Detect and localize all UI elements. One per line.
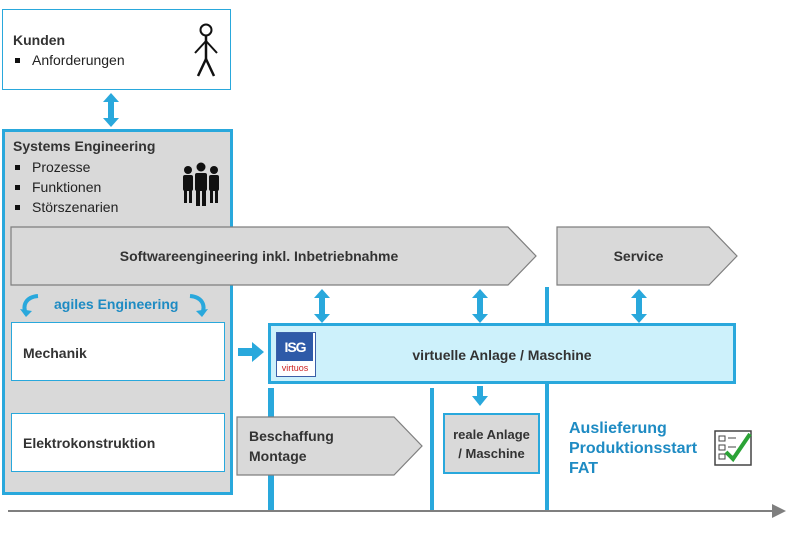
customers-item: Anforderungen bbox=[13, 50, 125, 70]
isg-logo: ISG virtuos bbox=[276, 332, 316, 377]
milestone-line bbox=[430, 388, 434, 510]
service-label: Service bbox=[613, 248, 664, 264]
electrical-box: Elektrokonstruktion bbox=[11, 413, 225, 472]
delivery-label-3: FAT bbox=[569, 460, 599, 477]
mechanics-box: Mechanik bbox=[11, 322, 225, 381]
checklist-icon bbox=[714, 430, 752, 466]
double-arrow-vertical bbox=[631, 289, 647, 323]
person-icon bbox=[194, 23, 218, 77]
virtual-plant-label: virtuelle Anlage / Maschine bbox=[412, 347, 592, 363]
se-item: Prozesse bbox=[13, 157, 90, 177]
arrow-down bbox=[472, 386, 488, 406]
double-arrow-vertical bbox=[314, 289, 330, 323]
group-icon bbox=[183, 162, 219, 206]
se-item: Störszenarien bbox=[13, 197, 118, 217]
software-engineering-arrow bbox=[10, 226, 537, 286]
agile-engineering-label: agiles Engineering bbox=[54, 296, 179, 312]
double-arrow-vertical bbox=[472, 289, 488, 323]
refresh-arrow-icon bbox=[189, 294, 208, 317]
procurement-label-2: Montage bbox=[249, 448, 307, 464]
real-plant-label-1: reale Anlage bbox=[453, 427, 530, 442]
service-arrow bbox=[556, 226, 738, 286]
systems-engineering-title: Systems Engineering bbox=[13, 138, 156, 154]
double-arrow-vertical bbox=[103, 93, 119, 127]
procurement-arrow bbox=[236, 416, 423, 476]
customers-title: Kunden bbox=[13, 32, 66, 48]
procurement-label-1: Beschaffung bbox=[249, 428, 334, 444]
virtual-plant-box: ISG virtuos virtuelle Anlage / Maschine bbox=[268, 323, 736, 384]
delivery-label-2: Produktionsstart bbox=[569, 440, 698, 457]
logo-bottom: virtuos bbox=[277, 361, 313, 375]
software-engineering-label: Softwareengineering inkl. Inbetriebnahme bbox=[119, 248, 399, 264]
refresh-arrow-icon bbox=[20, 294, 39, 317]
real-plant-label-2: / Maschine bbox=[458, 446, 525, 461]
logo-top: ISG bbox=[277, 333, 313, 361]
electrical-label: Elektrokonstruktion bbox=[23, 435, 156, 451]
real-plant-box: reale Anlage / Maschine bbox=[443, 413, 540, 474]
se-item: Funktionen bbox=[13, 177, 101, 197]
mechanics-label: Mechanik bbox=[23, 345, 87, 361]
milestone-line bbox=[545, 287, 549, 510]
arrow-right bbox=[238, 342, 264, 362]
customers-box: Kunden Anforderungen bbox=[2, 9, 231, 90]
delivery-label-1: Auslieferung bbox=[569, 420, 667, 437]
systems-engineering-header: Systems Engineering Prozesse Funktionen … bbox=[5, 132, 230, 218]
